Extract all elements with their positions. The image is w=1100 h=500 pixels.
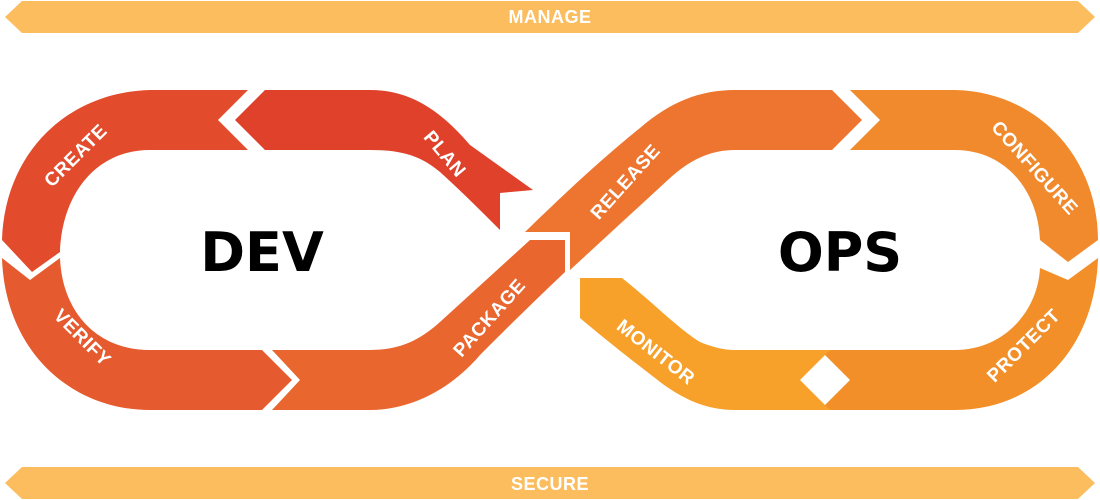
secure-label: SECURE	[511, 474, 589, 494]
segment-plan	[235, 90, 533, 230]
segment-verify	[2, 258, 292, 410]
segment-monitor	[580, 278, 830, 410]
segment-configure	[850, 90, 1098, 262]
manage-band	[5, 1, 1095, 33]
segment-release	[525, 90, 862, 270]
dev-label: DEV	[200, 221, 324, 284]
segment-package	[272, 240, 565, 410]
segment-create	[2, 90, 248, 272]
ops-label: OPS	[778, 221, 902, 284]
secure-band	[5, 467, 1095, 499]
segment-protect	[820, 258, 1098, 410]
manage-label: MANAGE	[509, 7, 592, 27]
